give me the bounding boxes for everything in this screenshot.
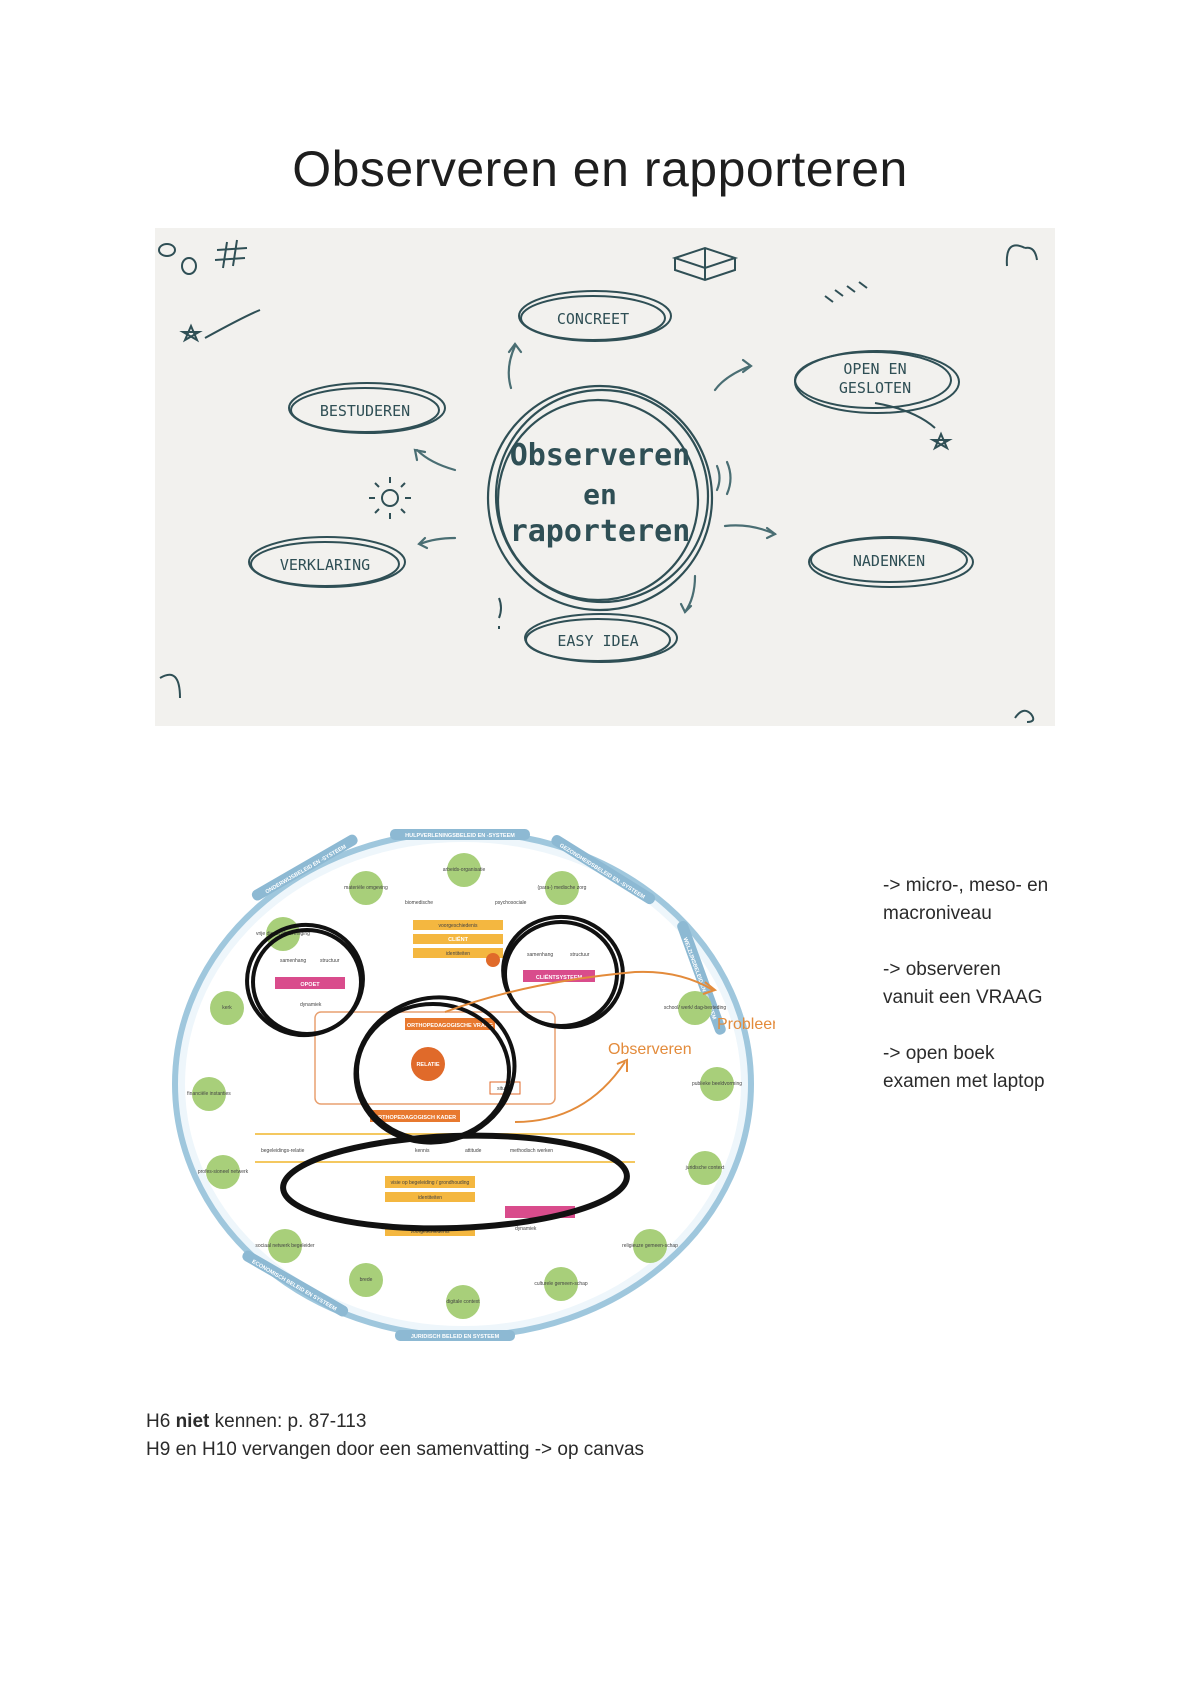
note-1: -> micro-, meso- en macroniveau xyxy=(883,872,1103,928)
label-kader: ORTHOPEDAGOGISCH KADER xyxy=(374,1115,456,1121)
center-label-1: Observeren xyxy=(510,438,691,473)
node-easy-idea: EASY IDEA xyxy=(557,632,638,650)
green-node-8: sociaal netwerk begeleider xyxy=(255,1243,315,1249)
green-node-12: juridische context xyxy=(685,1165,725,1171)
green-node-10: digitale context xyxy=(446,1299,480,1305)
node-gesloten: GESLOTEN xyxy=(839,379,911,397)
footer-line-1-c: kennen: p. 87-113 xyxy=(209,1411,367,1432)
label-identiteiten: identiteiten xyxy=(446,951,470,957)
label-dynamiek-2: dynamiek xyxy=(515,1226,537,1232)
green-node-6: financiële instanties xyxy=(187,1091,231,1097)
label-probleem: Probleem xyxy=(717,1016,775,1033)
label-samenhang-1: samenhang xyxy=(280,958,306,964)
footer-line-1-bold: niet xyxy=(175,1411,210,1432)
label-samenhang-2: samenhang xyxy=(527,952,553,958)
green-node-1: arbeids-organisatie xyxy=(443,867,486,873)
note-3-line-2: examen met laptop xyxy=(883,1071,1045,1092)
label-observeren: Observeren xyxy=(608,1041,692,1058)
label-clientsysteem: CLIËNTSYSTEEM xyxy=(536,974,583,981)
node-open-en: OPEN EN xyxy=(843,360,906,378)
green-node-2: (para-) medische zorg xyxy=(538,885,587,891)
system-diagram: HULPVERLENINGSBELEID EN -SYSTEEM GEZONDH… xyxy=(165,822,775,1352)
label-orthovraag: ORTHOPEDAGOGISCHE VRAAG xyxy=(407,1023,493,1029)
note-1-line-1: -> micro-, meso- en xyxy=(883,875,1049,896)
label-relatie: RELATIE xyxy=(416,1062,439,1068)
footer-line-1: H6 niet kennen: p. 87-113 xyxy=(146,1408,1046,1436)
center-label-2: en xyxy=(583,478,617,511)
green-node-9: culturele gemeen-schap xyxy=(534,1281,588,1287)
note-3-line-1: -> open boek xyxy=(883,1043,995,1064)
label-psychosociaal: psychosociale xyxy=(495,900,527,906)
footer-line-2: H9 en H10 vervangen door een samenvattin… xyxy=(146,1439,645,1460)
label-structuur-2: structuur xyxy=(570,952,590,958)
footer-line-1-a: H6 xyxy=(146,1411,176,1432)
label-begeleiding: begeleidings-relatie xyxy=(261,1148,305,1154)
label-opoet: OPOET xyxy=(300,982,320,988)
note-1-line-2: macroniveau xyxy=(883,903,992,924)
note-2: -> observeren vanuit een VRAAG xyxy=(883,956,1103,1012)
label-identiteiten-2: identiteiten xyxy=(418,1195,442,1201)
label-client: CLIËNT xyxy=(448,936,469,943)
node-nadenken: NADENKEN xyxy=(853,552,925,570)
center-label-3: raporteren xyxy=(510,514,691,549)
label-visie: visie op begeleiding / grondhouding xyxy=(391,1180,470,1186)
node-bestuderen: BESTUDEREN xyxy=(320,402,410,420)
footer-notes: H6 niet kennen: p. 87-113 H9 en H10 verv… xyxy=(146,1408,1046,1464)
label-voorgeschiedenis-2: voorgeschiedenis xyxy=(411,1229,450,1235)
label-structuur-1: structuur xyxy=(320,958,340,964)
green-node-14: school/ werk/ dag-besteding xyxy=(664,1005,726,1011)
label-attitude: attitude xyxy=(465,1148,482,1154)
ring-label-6: JURIDISCH BELEID EN SYSTEEM xyxy=(411,1334,500,1340)
green-node-7: profes-sioneel netwerk xyxy=(198,1169,249,1175)
label-biomedisch: biomedische xyxy=(405,900,433,906)
green-node-11: religieuze gemeen-schap xyxy=(622,1243,678,1249)
label-methodisch: methodisch werken xyxy=(510,1148,553,1154)
green-node-15: brede xyxy=(360,1277,373,1283)
note-3: -> open boek examen met laptop xyxy=(883,1040,1103,1096)
green-node-13: publieke beeldvorming xyxy=(692,1081,742,1087)
ring-label-1: HULPVERLENINGSBELEID EN -SYSTEEM xyxy=(405,833,515,839)
green-node-3: materiële omgeving xyxy=(344,885,388,891)
mindmap-image: Observeren en raporteren CONCREET OPEN E… xyxy=(155,228,1055,726)
label-dynamiek-1: dynamiek xyxy=(300,1002,322,1008)
node-verklaring: VERKLARING xyxy=(280,556,370,574)
note-2-line-2: vanuit een VRAAG xyxy=(883,987,1043,1008)
side-notes: -> micro-, meso- en macroniveau -> obser… xyxy=(883,872,1103,1124)
node-concreet: CONCREET xyxy=(557,310,629,328)
green-node-5: kerk xyxy=(222,1005,232,1011)
label-kennis: kennis xyxy=(415,1148,430,1154)
note-2-line-1: -> observeren xyxy=(883,959,1001,980)
label-voorgeschiedenis: voorgeschiedenis xyxy=(439,923,478,929)
page-title: Observeren en rapporteren xyxy=(292,141,908,197)
